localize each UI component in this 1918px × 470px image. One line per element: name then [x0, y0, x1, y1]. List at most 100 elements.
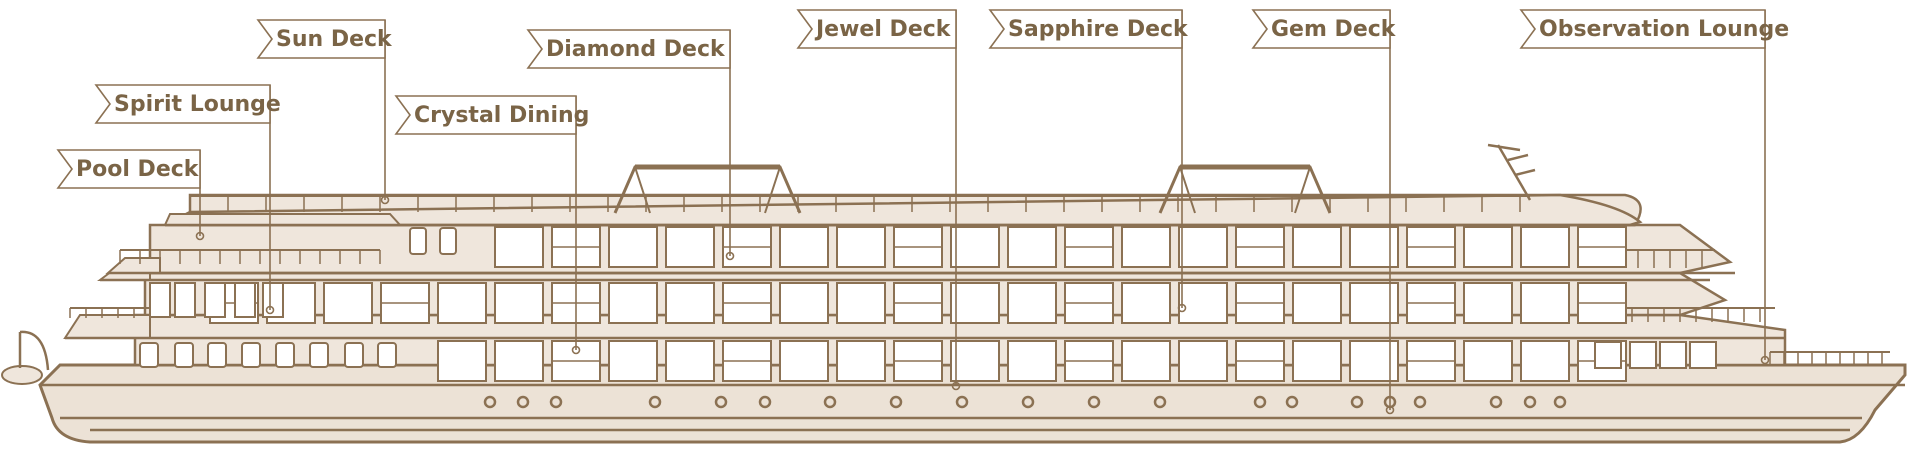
- label-flag: [394, 95, 577, 135]
- cabin-window: [1349, 340, 1399, 382]
- cabin-window: [836, 282, 886, 324]
- cabin-window: [437, 282, 487, 324]
- porthole-icon: [955, 395, 969, 409]
- hull-portholes: [483, 395, 1567, 409]
- label-crystal-dining: Crystal Dining: [394, 95, 589, 355]
- label-gem-deck: Gem Deck: [1251, 9, 1397, 415]
- cabin-window: [1007, 340, 1057, 382]
- porthole-icon: [549, 395, 563, 409]
- superstructure: [1, 143, 1890, 385]
- cabin-window: [608, 226, 658, 268]
- label-text: Diamond Deck: [546, 37, 726, 62]
- label-flag: [526, 29, 731, 69]
- stern-tender: [1, 330, 50, 385]
- cabin-window: [494, 226, 544, 268]
- ship-hull: [38, 363, 1907, 444]
- label-flag: [94, 84, 271, 124]
- label-text: Gem Deck: [1271, 17, 1397, 42]
- cabin-window: [836, 226, 886, 268]
- cabin-window: [1178, 226, 1228, 268]
- porthole-icon: [1413, 395, 1427, 409]
- cabin-window: [1007, 226, 1057, 268]
- label-jewel-deck: Jewel Deck: [796, 9, 961, 391]
- label-text: Spirit Lounge: [114, 92, 281, 117]
- porthole-icon: [889, 395, 903, 409]
- lower-window: [377, 342, 397, 368]
- porthole-icon: [1285, 395, 1299, 409]
- cabin-window: [1121, 282, 1171, 324]
- label-flag: [1251, 9, 1391, 49]
- label-flag: [988, 9, 1183, 49]
- porthole-icon: [1087, 395, 1101, 409]
- label-text: Crystal Dining: [414, 103, 589, 128]
- porthole-icon: [1350, 395, 1364, 409]
- label-flag: [256, 19, 386, 59]
- cabin-window: [1520, 282, 1570, 324]
- lower-window: [139, 342, 159, 368]
- label-spirit-lounge: Spirit Lounge: [94, 84, 281, 315]
- cabin-window: [1463, 282, 1513, 324]
- leader-dot: [380, 195, 390, 205]
- label-flag: [796, 9, 957, 49]
- leader-dot: [195, 231, 205, 241]
- cabin-window: [1121, 226, 1171, 268]
- radar-mast: [1487, 143, 1536, 201]
- leader-dot: [725, 251, 735, 261]
- lower-window: [174, 342, 194, 368]
- cabin-window: [665, 226, 715, 268]
- cabin-window: [437, 340, 487, 382]
- label-text: Observation Lounge: [1539, 17, 1789, 42]
- porthole-icon: [483, 395, 497, 409]
- porthole-icon: [648, 395, 662, 409]
- lower-window: [344, 342, 364, 368]
- lower-overhang: [63, 314, 151, 339]
- cabin-window: [779, 226, 829, 268]
- cabin-window: [950, 282, 1000, 324]
- label-pool-deck: Pool Deck: [56, 149, 205, 241]
- cabin-window: [1007, 282, 1057, 324]
- cabin-window: [1463, 340, 1513, 382]
- cabin-window: [950, 226, 1000, 268]
- lower-window: [275, 342, 295, 368]
- middle-overhang: [105, 257, 161, 274]
- cabin-window: [665, 340, 715, 382]
- cabin-window: [494, 340, 544, 382]
- label-text: Pool Deck: [76, 157, 200, 182]
- lower-window: [241, 342, 261, 368]
- lower-window: [309, 342, 329, 368]
- cabin-window: [1463, 226, 1513, 268]
- cabin-window: [1349, 226, 1399, 268]
- cabin-window: [1520, 340, 1570, 382]
- cabin-window: [494, 282, 544, 324]
- porthole-icon: [516, 395, 530, 409]
- porthole-icon: [758, 395, 772, 409]
- label-sun-deck: Sun Deck: [256, 19, 393, 205]
- cabin-windows: [209, 226, 1717, 382]
- label-text: Sapphire Deck: [1008, 17, 1189, 42]
- lower-windows: [139, 282, 397, 368]
- porthole-icon: [1553, 395, 1567, 409]
- leader-dot: [951, 381, 961, 391]
- porthole-icon: [1523, 395, 1537, 409]
- porthole-icon: [714, 395, 728, 409]
- label-text: Sun Deck: [276, 27, 393, 52]
- label-diamond-deck: Diamond Deck: [526, 29, 735, 261]
- label-sapphire-deck: Sapphire Deck: [988, 9, 1189, 313]
- leader-dot: [1760, 355, 1770, 365]
- cabin-window: [950, 340, 1000, 382]
- cabin-window: [608, 340, 658, 382]
- label-text: Jewel Deck: [814, 17, 952, 42]
- cabin-window: [1292, 340, 1342, 382]
- cabin-window: [1121, 340, 1171, 382]
- cabin-window: [1292, 282, 1342, 324]
- railings: [69, 195, 1890, 364]
- leader-dot: [1177, 303, 1187, 313]
- leader-dot: [571, 345, 581, 355]
- leader-dot: [1385, 405, 1395, 415]
- cabin-window: [779, 282, 829, 324]
- lower-window: [207, 342, 227, 368]
- porthole-icon: [823, 395, 837, 409]
- sun-deck-roof: [164, 193, 1643, 227]
- label-observation-lounge: Observation Lounge: [1519, 9, 1789, 365]
